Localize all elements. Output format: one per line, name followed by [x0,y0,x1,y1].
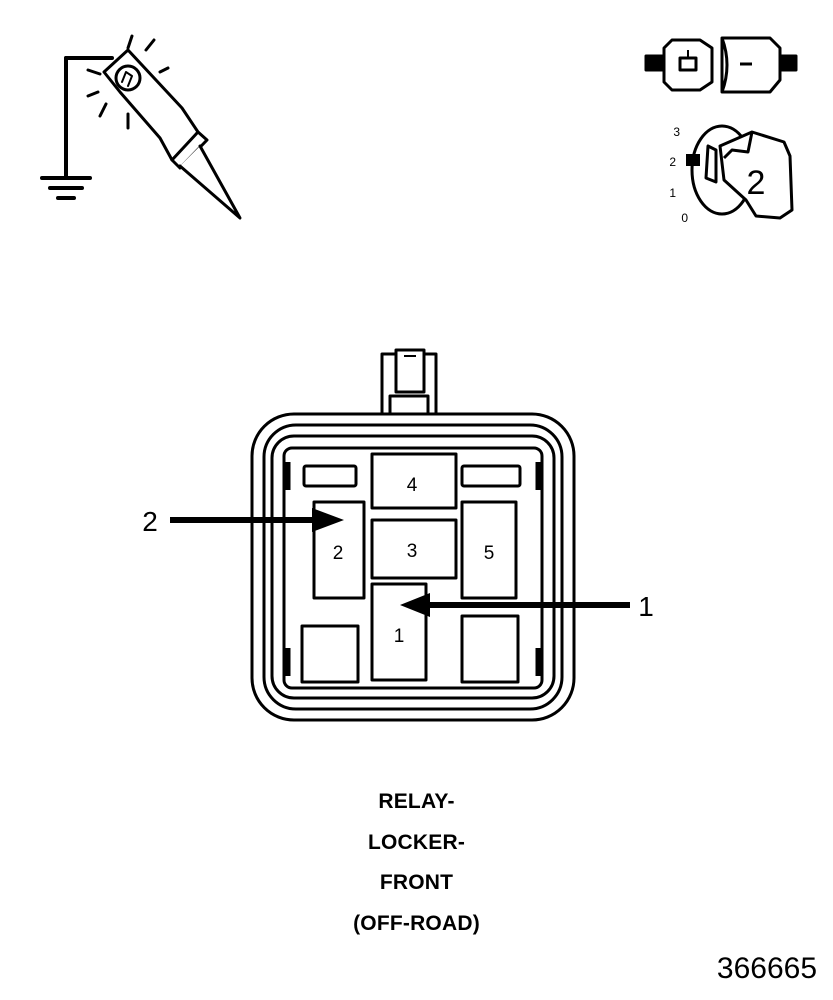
caption-line-1: RELAY- [378,790,455,813]
relay-connector [250,348,576,722]
caption-line-2: LOCKER- [367,831,466,854]
key-position-1: 1 [669,186,676,200]
cavity-5 [460,500,518,600]
key-position-3: 3 [673,125,680,139]
key-position-2: 2 [669,155,676,169]
connector-disconnected-icon [644,36,798,94]
caption-line-4: (OFF-ROAD) [353,912,480,935]
caption-line-3: FRONT [379,871,454,894]
test-light-to-ground-icon [40,34,242,220]
key-position-label: 2 [747,164,766,202]
cavity-label-4: 4 [407,475,418,496]
cavity-label-5: 5 [484,543,495,564]
figure-number: 366665 [716,952,817,985]
callout-label-2: 2 [142,506,158,537]
cavity-label-1: 1 [394,626,405,647]
callout-arrow-2: 2 [142,506,344,537]
callout-arrow-1: 1 [400,591,654,622]
ignition-key-position-icon: 3 2 1 0 2 [669,124,794,225]
cavity-3 [370,518,458,580]
key-position-0: 0 [681,211,688,225]
cavity-label-3: 3 [407,541,418,562]
cavity-label-2: 2 [333,543,344,564]
callout-label-1: 1 [638,591,654,622]
cavity-4 [370,452,458,510]
